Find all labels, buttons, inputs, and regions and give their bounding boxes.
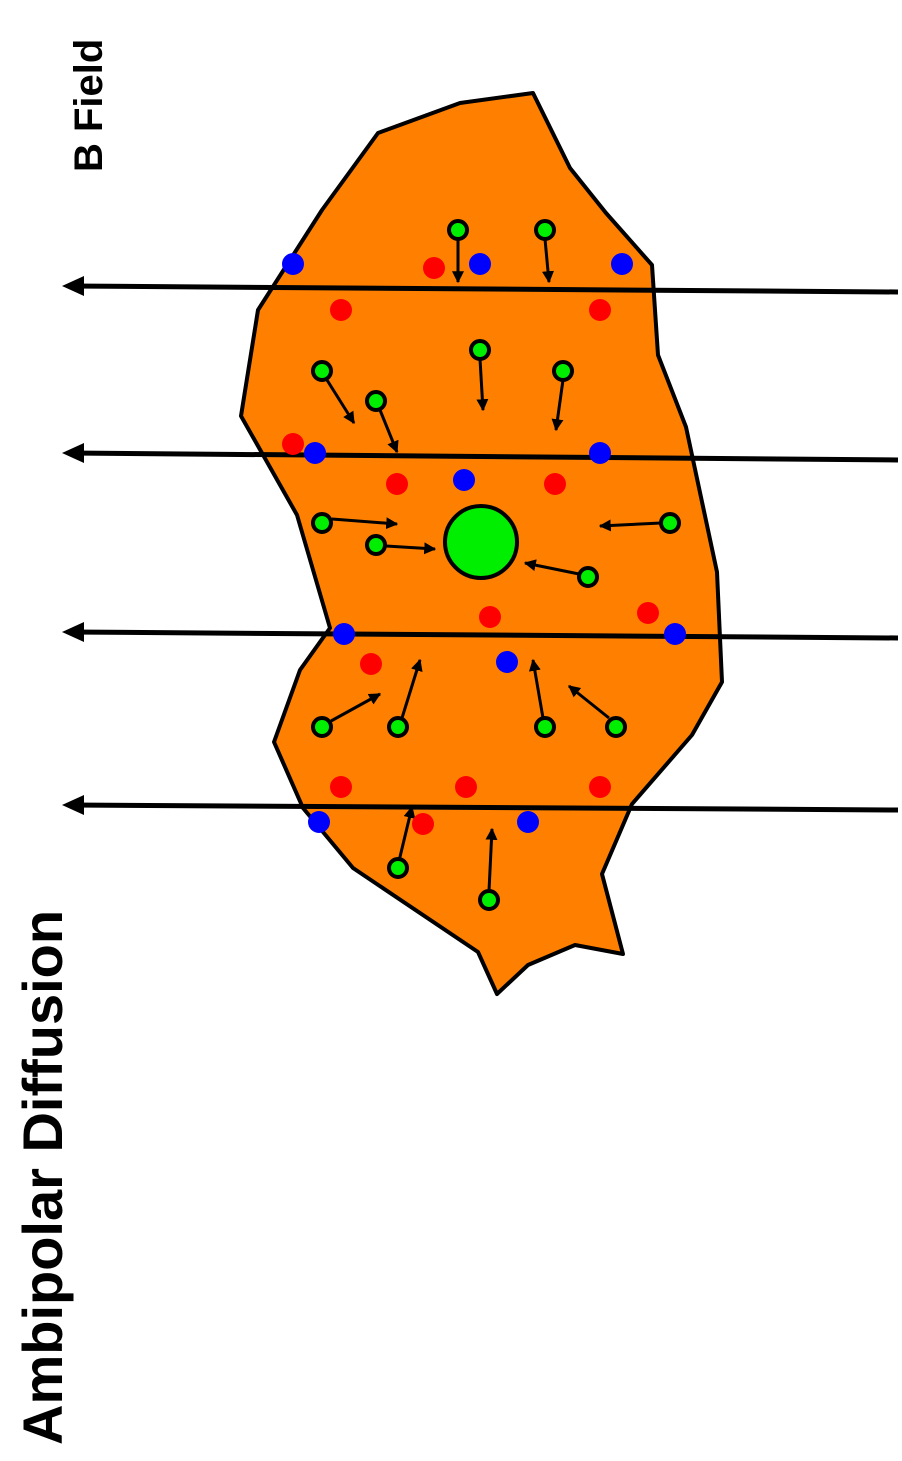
green-core-icon [445,506,517,578]
red-dot-icon [455,776,477,798]
red-dot-icon [479,606,501,628]
blue-dot-icon [304,442,326,464]
green-circle-icon [367,392,385,410]
field-line [70,805,898,810]
blue-dot-icon [589,442,611,464]
arrow-left-icon [62,622,84,642]
blue-dot-icon [453,469,475,491]
arrow-left-icon [62,795,84,815]
green-circle-icon [389,859,407,877]
field-line [70,453,898,460]
red-dot-icon [330,299,352,321]
green-circle-icon [554,362,572,380]
green-circle-icon [536,221,554,239]
blue-dot-icon [517,811,539,833]
green-circle-icon [471,341,489,359]
red-dot-icon [360,653,382,675]
green-circle-icon [313,718,331,736]
green-circle-icon [480,891,498,909]
arrow-left-icon [62,443,84,463]
green-circle-icon [661,514,679,532]
arrow-left-icon [62,276,84,296]
green-circle-icon [579,568,597,586]
red-dot-icon [637,602,659,624]
blue-dot-icon [282,253,304,275]
field-line [70,286,898,292]
b-field-label: B Field [67,39,111,172]
red-dot-icon [589,776,611,798]
green-circle-icon [389,718,407,736]
field-arrowheads [62,276,84,815]
blue-dot-icon [664,623,686,645]
red-dot-icon [386,473,408,495]
blue-dot-icon [496,651,518,673]
blue-dot-icon [308,811,330,833]
green-circle-icon [367,536,385,554]
red-dot-icon [330,776,352,798]
field-line [70,632,898,638]
green-circle-icon [313,514,331,532]
red-dot-icon [412,813,434,835]
green-circle-icon [449,221,467,239]
red-dot-icon [544,473,566,495]
red-dot-icon [423,257,445,279]
blue-dot-icon [611,253,633,275]
red-dot-icon [282,433,304,455]
diagram-title: Ambipolar Diffusion [11,910,74,1445]
green-circle-icon [536,718,554,736]
green-circle-icon [313,362,331,380]
blue-dot-icon [469,253,491,275]
red-dot-icon [589,299,611,321]
blue-dot-icon [333,623,355,645]
green-circle-icon [607,718,625,736]
